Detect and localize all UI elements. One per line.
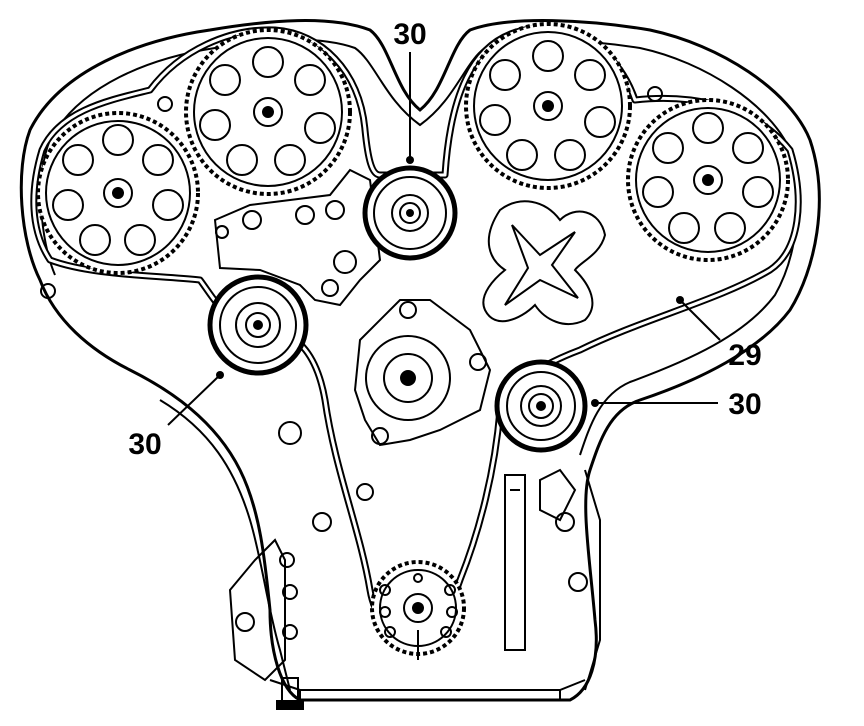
leader-dot-tensioner-top [406,156,414,164]
camshaft-sprocket-right-inner [464,22,632,190]
boss-right-top [647,86,663,102]
callout-belt: 29 [728,339,761,372]
leader-belt [679,299,721,341]
cross-casting [482,200,607,325]
water-pump [353,299,492,447]
block-bolt-5 [568,572,588,592]
block-bolt-1 [278,421,302,445]
bracket-hole-d [333,250,357,274]
drain-plug [276,677,304,710]
camshaft-sprocket-left-inner [184,28,352,196]
boss-left-ear [40,283,56,299]
camshaft-sprocket-left-outer [36,111,200,275]
tensioner-pulley-top [362,165,458,261]
block-bolt-8 [282,584,298,600]
block-bolt-6 [235,612,255,632]
block-rib-left [228,538,286,682]
camshaft-sprocket-right-outer [626,98,790,262]
leader-dot-idler-left [216,371,224,379]
bracket-hole-e [321,279,339,297]
dipstick-tube [504,468,577,651]
idler-pulley-right [494,359,588,453]
boss-left-top [157,96,173,112]
bracket-hole-a [242,210,262,230]
crankshaft-sprocket [370,560,466,660]
callout-idler-left: 30 [128,428,161,461]
bracket-hole-c [325,200,345,220]
bracket-hole-f [215,225,229,239]
leader-dot-idler-right [591,399,599,407]
cross-casting-inner [504,224,579,306]
block-bolt-9 [282,624,298,640]
idler-pulley-left [207,274,309,376]
oil-pan-flange [269,679,586,700]
block-bolt-4 [555,512,575,532]
callout-idler-right: 30 [728,388,761,421]
leader-idler-left [167,374,221,426]
block-bolt-2 [312,512,332,532]
block-bolt-7 [279,552,295,568]
block-bolt-3 [356,483,374,501]
bracket-hole-b [295,205,315,225]
tensioner-bracket [213,168,382,307]
callout-tensioner-top: 30 [393,18,426,51]
leader-dot-belt [676,296,684,304]
lower-case-outline [159,399,601,691]
engine-block-outline [19,19,821,702]
